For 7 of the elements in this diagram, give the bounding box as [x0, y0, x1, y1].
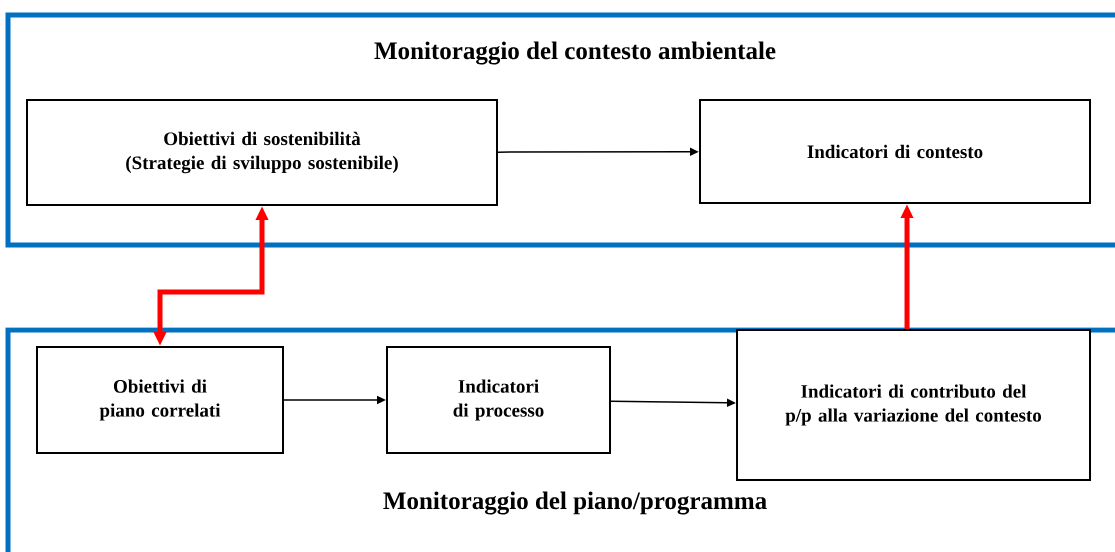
process-box: Obiettivi di sostenibilità (Strategie di sviluppo sostenibile) — [26, 99, 498, 206]
process-box: Indicatori di contributo del p/p alla variazione del contesto — [736, 329, 1091, 481]
panel-heading: Monitoraggio del contesto ambientale — [374, 41, 776, 65]
panel-heading: Monitoraggio del piano/programma — [383, 491, 767, 515]
process-box: Indicatori di processo — [386, 346, 611, 454]
process-box: Obiettivi di piano correlati — [36, 346, 284, 454]
process-box: Indicatori di contesto — [699, 99, 1091, 204]
